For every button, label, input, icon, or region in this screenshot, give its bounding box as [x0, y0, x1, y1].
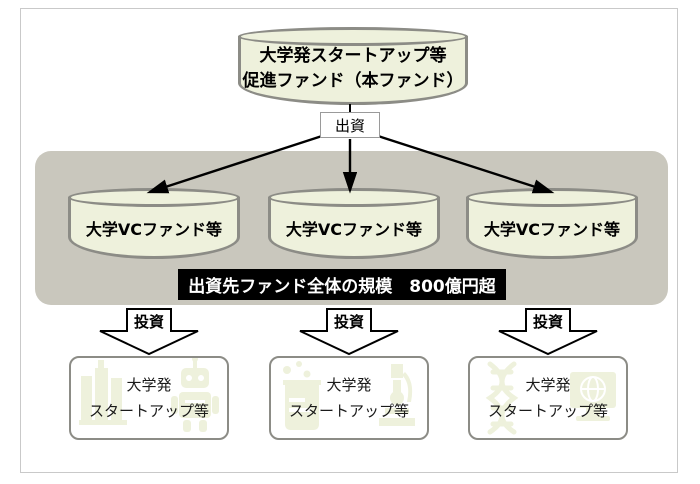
- dna-helix-icon: [485, 361, 519, 435]
- main-fund-cylinder-body: [238, 36, 468, 105]
- vc-fund-cylinder-3-body: [466, 197, 638, 259]
- globe-monitor-icon: [570, 372, 616, 421]
- startup-label-3-line2: スタートアップ等: [487, 402, 608, 420]
- startup-label-3: 大学発 スタートアップ等: [470, 358, 626, 438]
- vc-fund-cylinder-2-top: [268, 188, 440, 207]
- vc-fund-cylinder-2-body: [268, 197, 440, 259]
- fund-scale-banner: 出資先ファンド全体の規模 800億円超: [178, 269, 506, 300]
- vc-fund-cylinder-1[interactable]: 大学VCファンド等: [68, 188, 240, 259]
- vc-fund-cylinder-3-top: [466, 188, 638, 207]
- startup-label-1: 大学発 スタートアップ等: [71, 358, 227, 438]
- startup-label-1-line2: スタートアップ等: [88, 402, 209, 420]
- main-fund-cylinder-top: [238, 27, 468, 46]
- vc-fund-cylinder-2[interactable]: 大学VCファンド等: [268, 188, 440, 259]
- startup-label-1-line1: 大学発: [126, 376, 172, 394]
- startup-box-1[interactable]: 大学発 スタートアップ等: [69, 356, 229, 440]
- startup-label-2-line2: スタートアップ等: [288, 402, 409, 420]
- startup-box-3[interactable]: 大学発 スタートアップ等: [468, 356, 628, 440]
- startup-label-3-line1: 大学発: [525, 376, 571, 394]
- robot-icon: [171, 358, 219, 432]
- startup-label-2-line1: 大学発: [326, 376, 372, 394]
- capital-contribution-label: 出資: [320, 112, 380, 138]
- startup-label-2: 大学発 スタートアップ等: [271, 358, 427, 438]
- vc-fund-cylinder-1-body: [68, 197, 240, 259]
- invest-label-3: 投資: [532, 313, 563, 331]
- invest-block-arrow-3: 投資: [496, 308, 600, 356]
- startup-box-2[interactable]: 大学発 スタートアップ等: [269, 356, 429, 440]
- beaker-icon: [283, 361, 321, 430]
- invest-block-arrow-2: 投資: [297, 308, 401, 356]
- main-fund-cylinder[interactable]: 大学発スタートアップ等 促進ファンド（本ファンド）: [238, 27, 468, 105]
- vc-fund-cylinder-3[interactable]: 大学VCファンド等: [466, 188, 638, 259]
- invest-label-2: 投資: [333, 313, 364, 331]
- invest-block-arrow-1: 投資: [97, 308, 201, 356]
- campus-building-icon: [79, 360, 127, 425]
- vc-fund-cylinder-1-top: [68, 188, 240, 207]
- microscope-icon: [379, 364, 415, 426]
- invest-label-1: 投資: [133, 313, 164, 331]
